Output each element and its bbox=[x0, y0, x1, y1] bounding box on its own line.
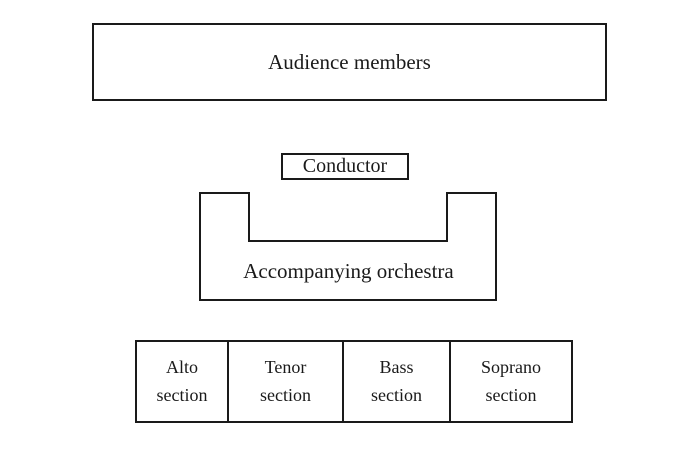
section-word: section bbox=[260, 384, 311, 405]
orchestra-outline-shape bbox=[199, 192, 497, 301]
section-cell-tenor: Tenor section bbox=[227, 340, 344, 423]
orchestra-u-shape bbox=[199, 192, 497, 301]
section-name: Bass bbox=[379, 356, 414, 377]
orchestra-label: Accompanying orchestra bbox=[243, 259, 454, 283]
section-word: section bbox=[485, 384, 537, 405]
section-cell-soprano: Soprano section bbox=[449, 340, 573, 423]
section-word: section bbox=[371, 384, 422, 405]
choir-sections-row: Alto section Tenor section Bass section … bbox=[135, 340, 573, 423]
section-name: Soprano bbox=[481, 356, 541, 377]
audience-box: Audience members bbox=[92, 23, 607, 101]
conductor-box: Conductor bbox=[281, 153, 409, 180]
section-cell-bass: Bass section bbox=[342, 340, 451, 423]
section-name: Alto bbox=[165, 356, 198, 377]
section-cell-alto: Alto section bbox=[135, 340, 229, 423]
section-word: section bbox=[156, 384, 208, 405]
section-name: Tenor bbox=[264, 356, 307, 377]
conductor-label: Conductor bbox=[302, 155, 388, 177]
audience-label: Audience members bbox=[268, 49, 431, 74]
